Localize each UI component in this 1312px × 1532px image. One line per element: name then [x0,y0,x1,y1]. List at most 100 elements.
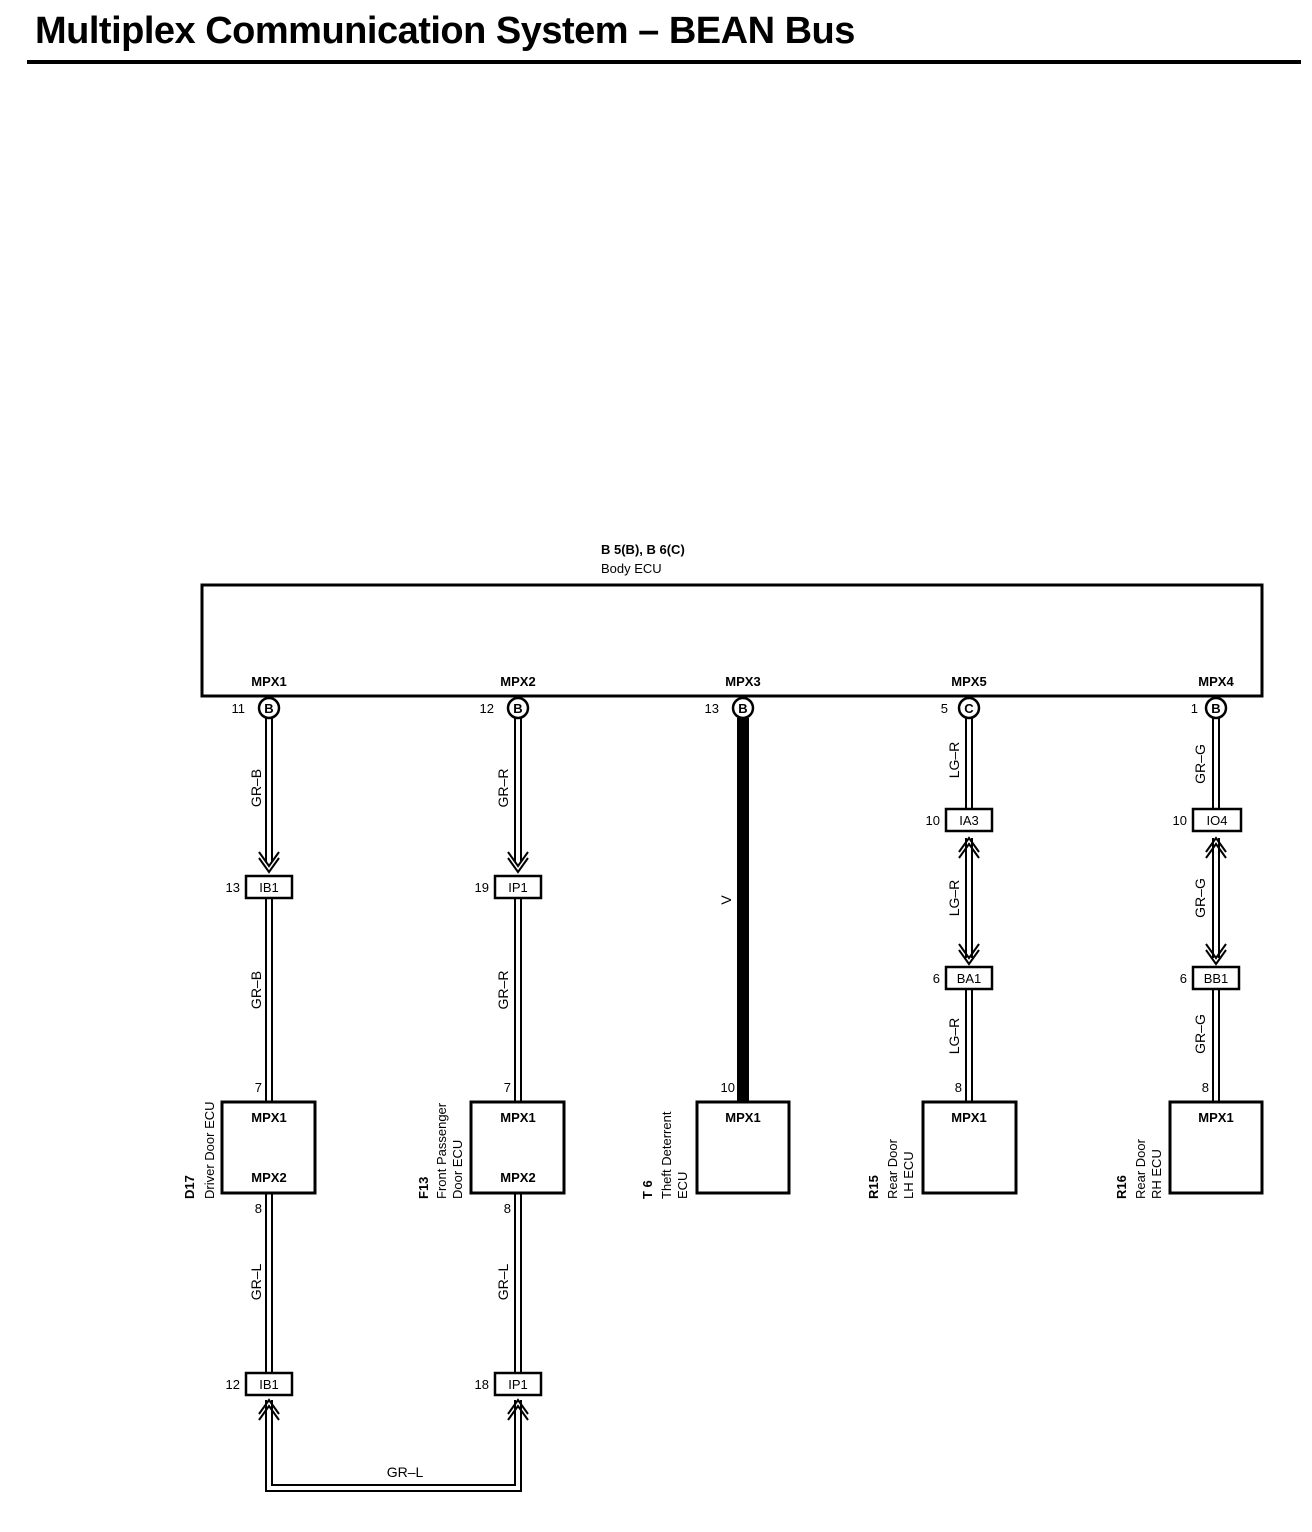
junction-bb1: 6 BB1 [1180,965,1241,991]
svg-text:IB1: IB1 [259,1377,279,1392]
wire-label-col2-middle: GR–R [495,971,511,1010]
wire-col1 [258,718,280,1373]
body-ecu-terminal-mpx1: MPX1 [251,674,286,689]
body-ecu-name: Body ECU [601,561,662,576]
wire-label-col4-middle: LG–R [946,880,962,917]
pin-circle-mpx1: 11 B [232,696,281,720]
junction-ib1-upper: 13 IB1 [226,874,294,900]
junction-ip1-upper: 19 IP1 [475,874,543,900]
svg-text:IP1: IP1 [508,1377,528,1392]
pin-circle-mpx4: 1 B [1191,696,1228,720]
wire-label-col1-middle: GR–B [248,971,264,1009]
ecu-name-line1: Rear Door [885,1138,900,1199]
junction-ia3: 10 IA3 [926,807,994,833]
svg-text:BB1: BB1 [1204,971,1229,986]
svg-text:IA3: IA3 [959,813,979,828]
junctions: 13 IB1 12 IB1 19 IP1 18 IP1 10 IA3 6 BA1 [226,807,1243,1397]
ecu-code: R15 [866,1175,881,1199]
wire-col4 [958,718,980,1102]
svg-text:MPX1: MPX1 [500,1110,535,1125]
title-rule [27,60,1301,64]
svg-text:18: 18 [475,1377,489,1392]
ecu-name-line2: ECU [675,1172,690,1199]
body-ecu-terminal-mpx5: MPX5 [951,674,986,689]
wire-label-col1-upper: GR–B [248,769,264,807]
svg-text:MPX2: MPX2 [251,1170,286,1185]
svg-text:6: 6 [1180,971,1187,986]
wire-label-col5-upper: GR–G [1192,744,1208,784]
wire-label-col4-lower: LG–R [946,1018,962,1055]
body-ecu-terminal-mpx2: MPX2 [500,674,535,689]
body-ecu-pins: 11 B 12 B 13 B 5 C 1 B [232,696,1228,720]
svg-text:10: 10 [721,1080,735,1095]
wire-col2 [507,718,529,1373]
svg-text:7: 7 [255,1080,262,1095]
svg-text:IB1: IB1 [259,880,279,895]
junction-ib1-lower: 12 IB1 [226,1371,294,1397]
svg-text:19: 19 [475,880,489,895]
ecu-code: T 6 [640,1180,655,1199]
wire-label-col5-middle: GR–G [1192,878,1208,918]
svg-text:MPX2: MPX2 [500,1170,535,1185]
wire-label-col5-lower: GR–G [1192,1014,1208,1054]
svg-text:MPX1: MPX1 [951,1110,986,1125]
pin-number: 11 [232,701,246,716]
svg-text:10: 10 [926,813,940,828]
wire-label-bottom-link: GR–L [387,1464,424,1480]
pin-circle-mpx2: 12 B [480,696,530,720]
page-title: Multiplex Communication System – BEAN Bu… [35,10,855,52]
wire-label-col4-upper: LG–R [946,742,962,779]
pin-number: 5 [941,701,948,716]
ecu-code: D17 [182,1175,197,1199]
wire-col3 [737,718,749,1102]
svg-text:MPX1: MPX1 [251,1110,286,1125]
wire-label-col1-lower: GR–L [248,1264,264,1301]
pin-circle-mpx3: 13 B [705,696,755,720]
svg-text:MPX1: MPX1 [1198,1110,1233,1125]
ecu-name-line1: Theft Deterrent [659,1111,674,1199]
pin-circle-mpx5: 5 C [941,696,981,720]
body-ecu-connector-label: B 5(B), B 6(C) [601,542,685,557]
wire-label-col3: V [718,895,734,905]
ecu-name-line2: RH ECU [1149,1149,1164,1199]
pin-number: 13 [705,701,719,716]
ecu-box [1168,1100,1264,1195]
ecu-box [695,1100,791,1195]
ecu-d17: 7 MPX1 MPX2 8 D17 Driver Door ECU [182,1080,317,1216]
ecu-name: Driver Door ECU [202,1101,217,1199]
ecu-name-line1: Rear Door [1133,1138,1148,1199]
ecu-code: F13 [416,1177,431,1199]
wire-label-col2-lower: GR–L [495,1264,511,1301]
body-ecu-terminal-mpx3: MPX3 [725,674,760,689]
wire-bottom-link [258,1398,529,1492]
ecu-name-line1: Front Passenger [434,1102,449,1199]
pin-number: 12 [480,701,494,716]
svg-text:12: 12 [226,1377,240,1392]
pin-connector: B [264,701,273,716]
ecu-f13: 7 MPX1 MPX2 8 F13 Front Passenger Door E… [416,1080,566,1216]
wire-labels: GR–B GR–B GR–L GR–R GR–R GR–L V LG–R LG–… [248,742,1208,1480]
svg-text:7: 7 [504,1080,511,1095]
ecu-box [220,1100,317,1195]
ecu-name-line2: LH ECU [901,1151,916,1199]
svg-text:8: 8 [504,1201,511,1216]
body-ecu-terminal-mpx4: MPX4 [1198,674,1234,689]
ecu-box [469,1100,566,1195]
svg-text:10: 10 [1173,813,1187,828]
pin-connector: C [964,701,974,716]
wire-label-col2-upper: GR–R [495,769,511,808]
svg-text:8: 8 [955,1080,962,1095]
ecu-t6: 10 MPX1 T 6 Theft Deterrent ECU [640,1080,791,1199]
junction-io4: 10 IO4 [1173,807,1243,833]
wire-col5 [1205,718,1227,1102]
wires [258,718,1227,1492]
svg-text:BA1: BA1 [957,971,982,986]
svg-text:6: 6 [933,971,940,986]
junction-ip1-lower: 18 IP1 [475,1371,543,1397]
svg-text:8: 8 [255,1201,262,1216]
svg-text:13: 13 [226,880,240,895]
body-ecu: B 5(B), B 6(C) Body ECU MPX1 MPX2 MPX3 M… [200,542,1264,698]
pin-number: 1 [1191,701,1198,716]
svg-text:IP1: IP1 [508,880,528,895]
